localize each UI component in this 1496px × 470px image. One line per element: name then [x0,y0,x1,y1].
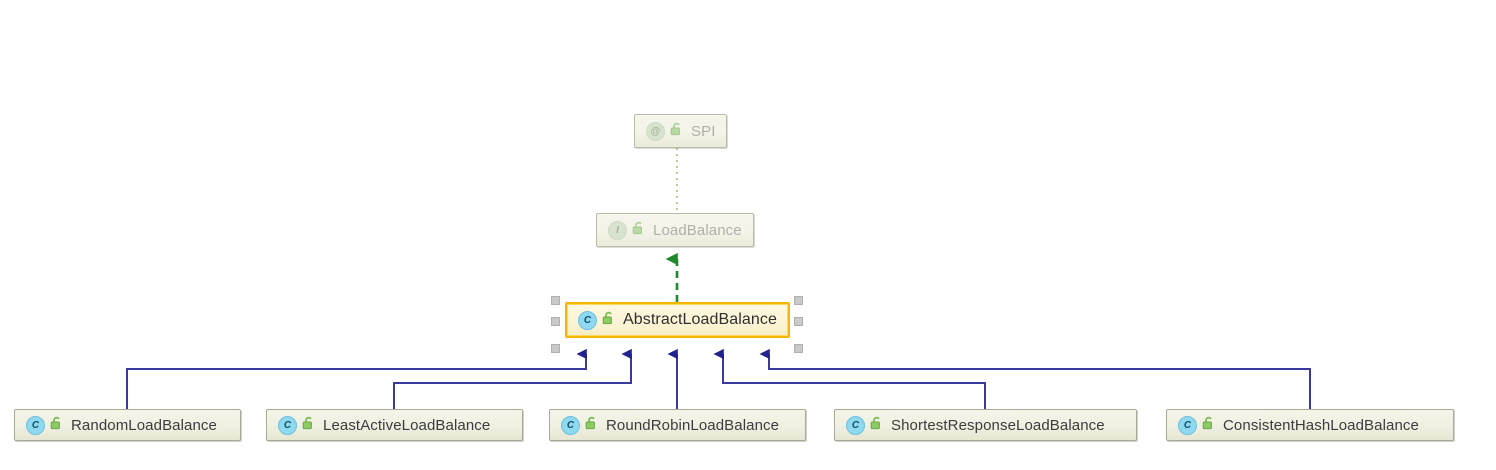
public-lock-icon [870,416,883,435]
class-icon: C [561,415,585,435]
node-consistenthashloadbalance[interactable]: C ConsistentHashLoadBalance [1166,409,1454,441]
node-label: ShortestResponseLoadBalance [891,416,1105,434]
public-lock-icon [302,416,315,435]
class-icon: C [278,415,302,435]
annotation-icon: @ [646,121,670,141]
node-label: RandomLoadBalance [71,416,217,434]
interface-icon: I [608,220,632,240]
public-lock-icon [1202,416,1215,435]
node-spi[interactable]: @ SPI [634,114,728,148]
public-lock-icon [670,122,683,141]
edge-inheritance-leastactive [393,348,632,409]
node-label: AbstractLoadBalance [623,311,778,328]
node-label: ConsistentHashLoadBalance [1223,416,1419,434]
public-lock-icon [602,311,615,330]
public-lock-icon [50,416,63,435]
edge-inheritance-shortestresponse [713,348,986,409]
selection-handle-middle-left[interactable] [551,317,560,326]
selection-handle-bottom-right[interactable] [794,344,803,353]
selection-handle-bottom-left[interactable] [551,344,560,353]
class-icon: C [846,415,870,435]
node-roundrobinloadbalance[interactable]: C RoundRobinLoadBalance [549,409,806,441]
node-shortestresponseloadbalance[interactable]: C ShortestResponseLoadBalance [834,409,1137,441]
node-leastactiveloadbalance[interactable]: C LeastActiveLoadBalance [266,409,523,441]
selection-handle-top-left[interactable] [551,296,560,305]
node-randomloadbalance[interactable]: C RandomLoadBalance [14,409,241,441]
public-lock-icon [585,416,598,435]
node-label: LoadBalance [653,221,742,239]
edge-inheritance-random [126,348,587,409]
class-icon: C [1178,415,1202,435]
node-label: SPI [691,122,716,140]
selection-handle-top-right[interactable] [794,296,803,305]
class-icon: C [26,415,50,435]
edge-inheritance-consistenthash [759,348,1311,409]
node-abstractloadbalance[interactable]: C AbstractLoadBalance [565,302,790,338]
class-icon: C [578,310,602,330]
selection-handle-middle-right[interactable] [794,317,803,326]
public-lock-icon [632,221,645,240]
node-label: RoundRobinLoadBalance [606,416,780,434]
node-label: LeastActiveLoadBalance [323,416,491,434]
node-loadbalance[interactable]: I LoadBalance [596,213,754,247]
